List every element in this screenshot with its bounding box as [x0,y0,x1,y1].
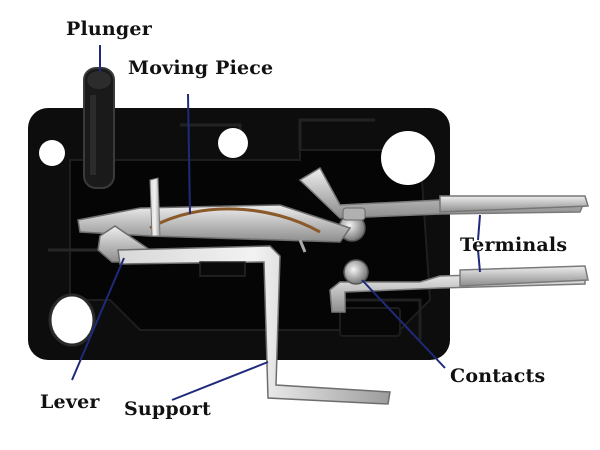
label-terminals: Terminals [460,234,568,256]
label-lever: Lever [40,391,100,413]
label-support: Support [124,398,211,420]
label-plunger: Plunger [66,18,152,40]
label-contacts: Contacts [450,365,546,387]
contacts-part [338,207,369,285]
support-part [117,245,391,405]
moving-piece-part [77,204,352,253]
terminals-part [298,166,589,313]
plunger-part [83,67,115,189]
label-moving-piece: Moving Piece [128,57,274,79]
leader-lines [71,45,481,401]
mounting-holes [39,128,435,347]
